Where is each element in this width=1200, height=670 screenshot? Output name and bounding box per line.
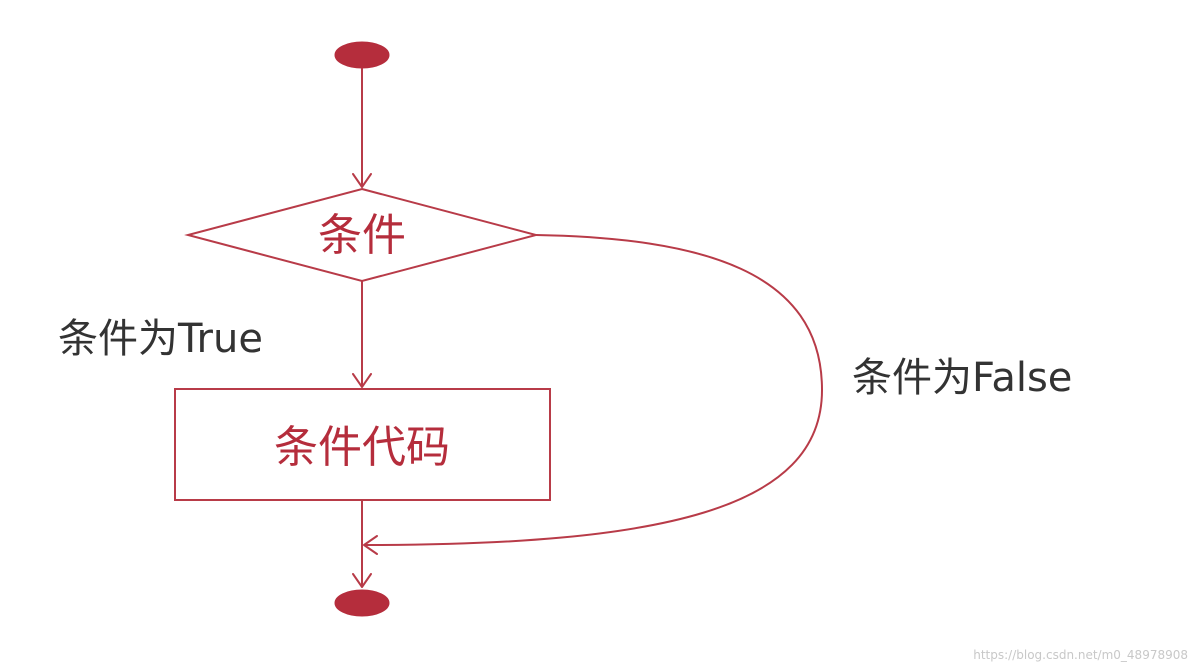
- process-box: [174, 388, 551, 501]
- start-node: [334, 41, 390, 69]
- flow-false-branch: [363, 234, 824, 546]
- process-label: 条件代码: [274, 422, 450, 473]
- arrowhead-decision: [352, 173, 372, 188]
- end-node: [334, 589, 390, 617]
- arrowhead-process: [352, 373, 372, 388]
- false-branch-label: 条件为False: [852, 355, 1072, 401]
- arrowhead-false-merge: [363, 535, 378, 555]
- watermark: https://blog.csdn.net/m0_48978908: [973, 648, 1188, 662]
- true-branch-label: 条件为True: [58, 316, 263, 362]
- decision-label: 条件: [318, 210, 406, 261]
- arrowhead-end: [352, 573, 372, 588]
